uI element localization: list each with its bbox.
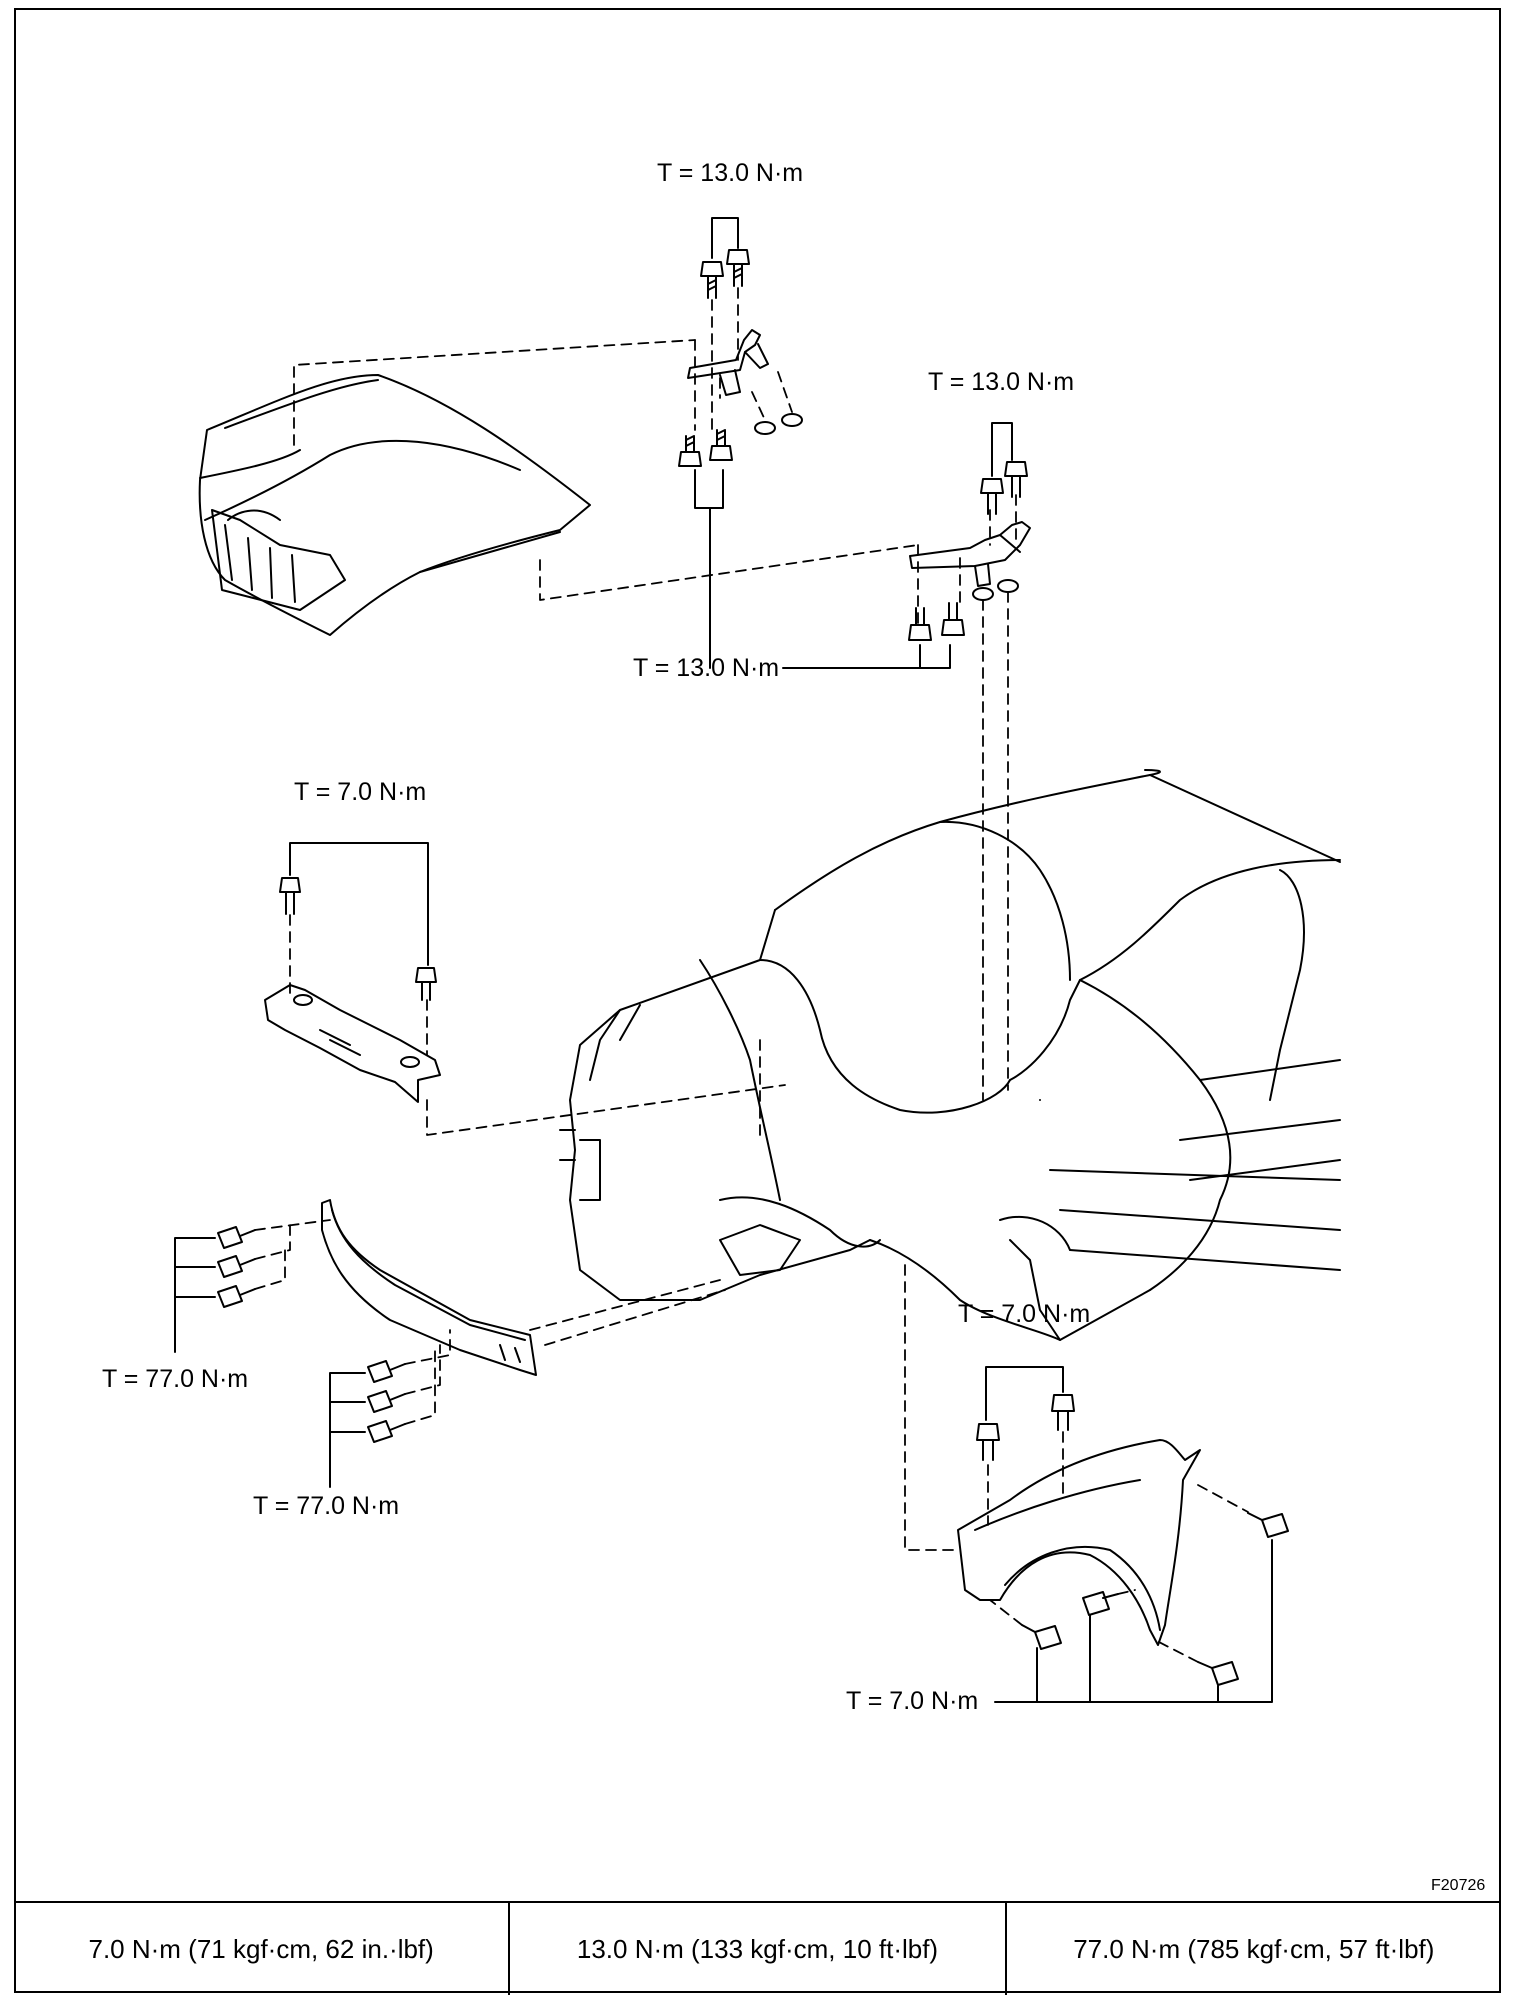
- torque-callout-radiator-brace: T = 7.0 N·m: [294, 778, 427, 806]
- callout-leaders: [174, 217, 1273, 1703]
- figure-id: F20726: [1431, 1877, 1486, 1894]
- torque-callout-bumper-right: T = 77.0 N·m: [253, 1492, 400, 1520]
- hood-hinge-lower: [908, 461, 1031, 641]
- bumper-reinforcement: [321, 1199, 537, 1376]
- torque-callout-bumper-left: T = 77.0 N·m: [102, 1365, 249, 1393]
- alignment-lines: [254, 287, 1249, 1663]
- hood-panel: [198, 374, 591, 636]
- hinge-bolt: [678, 249, 750, 467]
- torque-callout-hinge-upper-left: T = 13.0 N·m: [657, 159, 804, 187]
- front-fender: [957, 1099, 1201, 1646]
- torque-spec-cell: 13.0 N·m (133 kgf·cm, 10 ft·lbf): [508, 1903, 1004, 1995]
- bumper-bolts-left: [217, 1226, 406, 1443]
- torque-callout-hinge-lower: T = 13.0 N·m: [633, 654, 780, 682]
- torque-spec-cell: 7.0 N·m (71 kgf·cm, 62 in.·lbf): [88, 1933, 434, 1964]
- vehicle-body-frame: [559, 769, 1341, 1341]
- hood-hinge-upper: [687, 329, 803, 435]
- torque-callout-fender-top: T = 7.0 N·m: [958, 1300, 1091, 1328]
- torque-spec-cell: 77.0 N·m (785 kgf·cm, 57 ft·lbf): [1004, 1903, 1501, 1995]
- torque-callout-fender-lower: T = 7.0 N·m: [846, 1687, 979, 1715]
- diagram-frame: [14, 8, 1501, 1993]
- fender-bolts: [976, 1394, 1289, 1686]
- radiator-support-brace: [264, 877, 441, 1103]
- torque-callout-hinge-upper-right: T = 13.0 N·m: [928, 368, 1075, 396]
- torque-spec-table: 7.0 N·m (71 kgf·cm, 62 in.·lbf) 13.0 N·m…: [14, 1901, 1501, 1995]
